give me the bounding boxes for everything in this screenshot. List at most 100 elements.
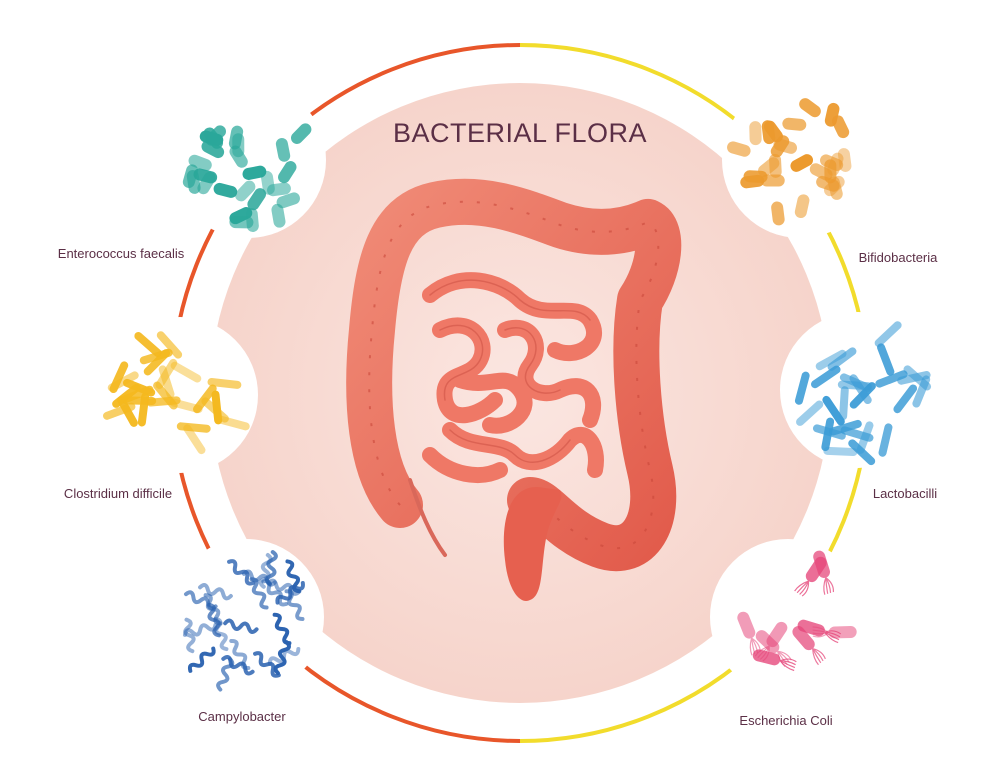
bacterium — [822, 395, 845, 426]
bacterium — [221, 655, 255, 676]
bacterium — [796, 400, 824, 426]
bacterium — [827, 347, 857, 371]
bacterium — [216, 415, 250, 431]
bacterium — [727, 141, 751, 157]
bacterium — [170, 361, 202, 383]
bacterium — [199, 130, 224, 146]
bacterium — [290, 123, 312, 144]
bacterium — [258, 553, 273, 589]
bacterium — [182, 622, 218, 637]
bacterium — [839, 386, 849, 421]
bacterium — [143, 349, 171, 376]
bacterium — [264, 550, 278, 586]
bacterium — [182, 164, 199, 188]
bacterium — [771, 201, 785, 226]
bacterium — [211, 390, 223, 425]
bacterium — [155, 358, 178, 389]
bacterium — [201, 140, 225, 159]
bacteria-cluster-background — [710, 539, 866, 695]
bacterium — [284, 589, 305, 621]
bacteria-cluster-lactobacilli — [780, 312, 936, 468]
bacterium — [827, 176, 843, 200]
bacterium — [183, 590, 218, 611]
bacterium — [260, 170, 275, 195]
bacterium — [247, 188, 267, 211]
label-enterococcus-faecalis: Enterococcus faecalis — [57, 246, 185, 261]
bacterium — [794, 194, 810, 219]
bacterium — [272, 612, 292, 646]
bacterium — [275, 137, 291, 162]
bacterium — [278, 161, 297, 184]
label-bifidobacteria: Bifidobacteria — [858, 250, 938, 265]
bacterium — [242, 165, 267, 180]
label-campylobacter: Campylobacter — [198, 709, 286, 724]
bacterium — [782, 117, 807, 131]
bacterium — [261, 579, 289, 607]
bacterium — [878, 423, 893, 457]
bacteria-cluster-escherichia-coli — [710, 539, 866, 695]
bacterium — [824, 175, 845, 197]
bacterium — [183, 617, 196, 654]
bacterium — [823, 446, 858, 457]
label-lactobacilli: Lactobacilli — [872, 486, 938, 501]
bacterium — [156, 331, 183, 359]
bacterium — [761, 120, 776, 145]
bacterium — [799, 98, 821, 118]
bacterium — [770, 135, 790, 158]
bacteria-cluster-enterococcus-faecalis — [170, 82, 326, 238]
bacterium — [146, 396, 181, 407]
bacterium — [749, 121, 762, 146]
bacterium — [794, 371, 810, 405]
bacterium — [229, 145, 248, 168]
bacterium — [840, 426, 874, 442]
bacterium — [797, 619, 842, 644]
bacterium — [176, 422, 211, 433]
bacterium — [737, 611, 761, 656]
bacterium — [121, 385, 154, 404]
bacterium — [875, 370, 908, 388]
bacterium — [815, 349, 847, 371]
bacterium — [273, 640, 291, 676]
bacterium — [743, 170, 768, 183]
bacterium — [267, 646, 301, 666]
bacterium — [831, 115, 850, 139]
bacterium — [821, 417, 835, 452]
bacterium — [253, 651, 281, 678]
bacterium — [134, 331, 162, 358]
bacterium — [223, 618, 259, 634]
bacterium — [903, 365, 932, 391]
bacterium — [137, 392, 150, 427]
bacteria-cluster-campylobacter — [168, 539, 324, 695]
label-escherichia-coli: Escherichia Coli — [739, 713, 833, 728]
bacterium — [877, 343, 895, 376]
bacterium — [249, 577, 269, 610]
bacterium — [207, 378, 242, 389]
diagram-title: BACTERIAL FLORA — [392, 118, 648, 148]
bacterium — [183, 424, 206, 455]
bacterium — [792, 625, 826, 666]
bacterium — [893, 384, 918, 414]
bacterium — [271, 203, 286, 228]
bacterium — [103, 402, 136, 420]
intestine-illustration — [346, 178, 682, 601]
bacterium — [229, 216, 254, 229]
bacterium — [198, 583, 233, 601]
bacterium — [109, 361, 129, 394]
bacteria-cluster-bifidobacteria — [722, 82, 878, 238]
bacteria-cluster-clostridium-difficile — [102, 317, 258, 473]
label-clostridium-difficile: Clostridium difficile — [63, 486, 173, 501]
bacterium — [197, 171, 216, 195]
bacterium — [809, 163, 833, 181]
bacterium — [811, 365, 841, 389]
bacterium — [790, 154, 814, 172]
bacterium — [849, 374, 872, 405]
bacteria-cluster-background — [102, 317, 258, 473]
bacterium — [813, 550, 835, 595]
bacterium — [227, 559, 256, 586]
bacterium — [213, 182, 238, 198]
bacterium — [752, 649, 797, 672]
bacterium — [187, 646, 216, 673]
bacterium — [874, 321, 902, 347]
bacterium — [228, 125, 244, 150]
